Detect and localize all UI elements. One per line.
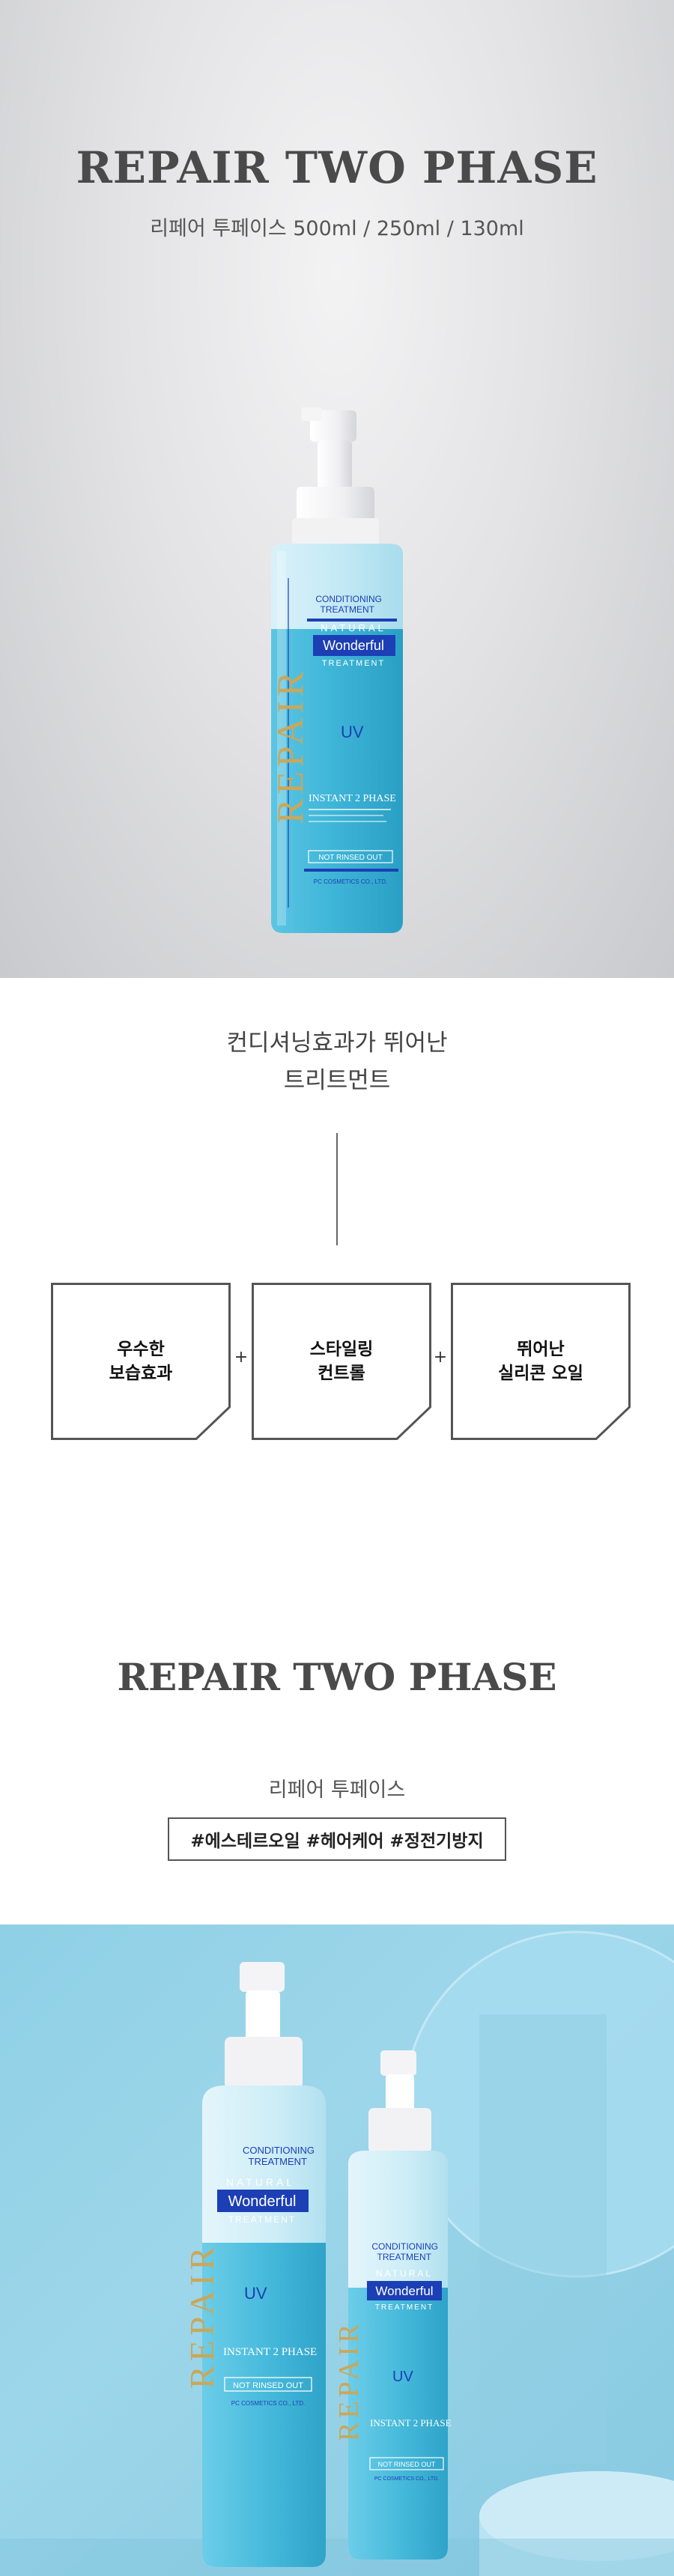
bottle-label-wonderful: Wonderful xyxy=(323,638,384,653)
hero-subtitle: 리페어 투페이스 500ml / 250ml / 130ml xyxy=(150,217,524,240)
bottle-label-uv: UV xyxy=(341,723,364,741)
bottle-label-line1: CONDITIONING xyxy=(315,594,382,604)
plus-sign-2: + xyxy=(433,1348,448,1367)
photo-big-bottle-wonderful: Wonderful xyxy=(228,2193,297,2210)
photo-small-bottle-uv: UV xyxy=(392,2369,413,2385)
feature-box-frame xyxy=(51,1283,231,1440)
feature-1-line2: 보습효과 xyxy=(109,1364,173,1383)
photo-big-bottle-treatment: TREATMENT xyxy=(228,2214,296,2225)
feature-box-silicone: 뛰어난 실리콘 오일 xyxy=(451,1283,631,1440)
feature-3-line2: 실리콘 오일 xyxy=(498,1364,583,1383)
product-photo-section: CONDITIONING TREATMENT NATURAL Wonderful… xyxy=(0,1925,674,2576)
features-title: 컨디셔닝효과가 뛰어난 트리트먼트 xyxy=(0,1024,674,1099)
section2-title: REPAIR TWO PHASE xyxy=(117,1655,557,1699)
features-title-line1: 컨디셔닝효과가 뛰어난 xyxy=(226,1030,448,1057)
photo-small-bottle-maker: PC COSMETICS CO., LTD. xyxy=(374,2476,439,2482)
hero-section: REPAIR TWO PHASE 리페어 투페이스 500ml / 250ml … xyxy=(0,0,674,978)
feature-box-frame xyxy=(252,1283,431,1440)
photo-small-bottle-wonderful: Wonderful xyxy=(375,2284,433,2298)
bottle-label-line2: TREATMENT xyxy=(321,604,375,615)
feature-3-line1: 뛰어난 xyxy=(517,1340,565,1359)
bottle-label-maker: PC COSMETICS CO., LTD. xyxy=(314,878,388,885)
photo-big-bottle-uv: UV xyxy=(244,2284,267,2303)
bottle-label-treatment: TREATMENT xyxy=(322,659,385,668)
photo-big-bottle-not-rinsed: NOT RINSED OUT xyxy=(233,2381,303,2390)
photo-small-bottle-instant: INSTANT 2 PHASE xyxy=(370,2417,452,2428)
feature-box-frame xyxy=(451,1283,631,1440)
feature-box-styling: 스타일링 컨트롤 xyxy=(252,1283,431,1440)
feature-box-moisture: 우수한 보습효과 xyxy=(51,1283,231,1440)
feature-2-line2: 컨트롤 xyxy=(318,1364,365,1383)
photo-small-bottle-not-rinsed: NOT RINSED OUT xyxy=(378,2461,436,2468)
photo-big-bottle-brand: REPAIR xyxy=(183,2243,221,2389)
photo-big-bottle-instant: INSTANT 2 PHASE xyxy=(223,2346,317,2358)
bottle-brand-logo: REPAIR xyxy=(269,667,311,824)
photo-big-bottle-line2: TREATMENT xyxy=(249,2156,308,2167)
photo-small-bottle-line1: CONDITIONING xyxy=(371,2241,438,2252)
photo-small-bottle-brand: REPAIR xyxy=(333,2320,365,2441)
section2-subtitle: 리페어 투페이스 xyxy=(268,1778,406,1802)
hero-bottle-image: CONDITIONING TREATMENT NATURAL Wonderful… xyxy=(269,407,403,933)
plus-sign-1: + xyxy=(234,1348,249,1367)
vertical-divider xyxy=(336,1133,338,1245)
bottle-label-instant: INSTANT 2 PHASE xyxy=(309,793,396,804)
photo-big-bottle-line1: CONDITIONING xyxy=(243,2145,315,2156)
photo-big-bottle-natural: NATURAL xyxy=(226,2176,295,2188)
hero-title: REPAIR TWO PHASE xyxy=(76,142,598,193)
features-title-line2: 트리트먼트 xyxy=(283,1067,391,1094)
feature-1-line1: 우수한 xyxy=(117,1340,165,1359)
photo-small-bottle-line2: TREATMENT xyxy=(377,2252,432,2262)
photo-small-bottle-treatment: TREATMENT xyxy=(375,2303,434,2312)
feature-2-line1: 스타일링 xyxy=(309,1340,374,1359)
bottle-label-natural: NATURAL xyxy=(321,622,386,634)
bottle-label-not-rinsed: NOT RINSED OUT xyxy=(318,854,382,862)
product-photo-image: CONDITIONING TREATMENT NATURAL Wonderful… xyxy=(0,1931,674,2576)
photo-big-bottle-maker: PC COSMETICS CO., LTD. xyxy=(231,2400,306,2407)
photo-small-bottle-natural: NATURAL xyxy=(376,2268,433,2279)
hashtag-box: #에스테르오일 #헤어케어 #정전기방지 xyxy=(168,1817,506,1861)
